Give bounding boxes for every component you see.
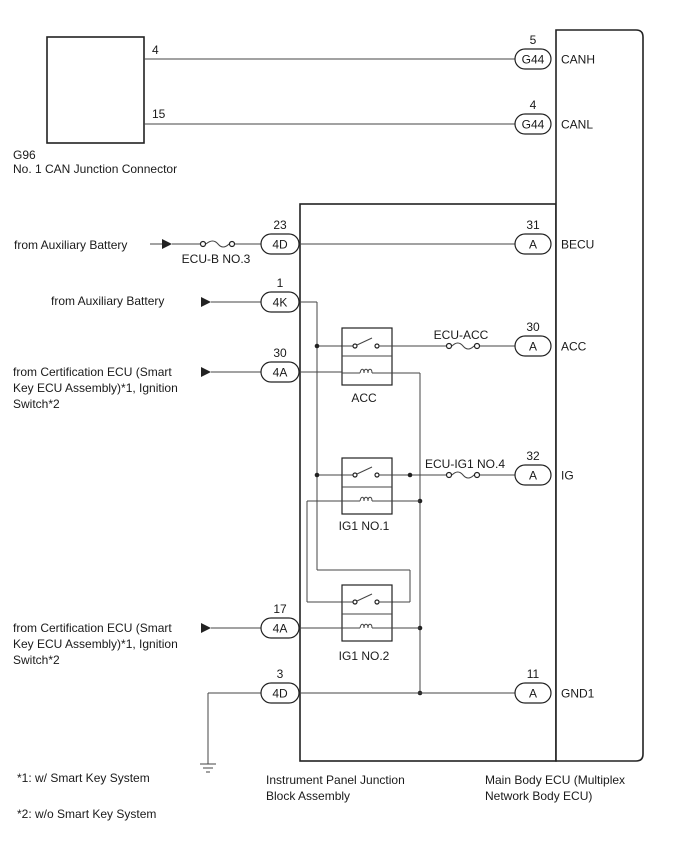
terminal-label-acc: ACC xyxy=(561,340,587,354)
ecu-name-line2: Network Body ECU) xyxy=(485,789,592,803)
fuse-label-ecu-b-no3: ECU-B NO.3 xyxy=(182,252,251,266)
terminal-label-gnd1: GND1 xyxy=(561,687,595,701)
ecu-b-no3-fuse-icon xyxy=(199,240,236,248)
acc-source-arrow-icon xyxy=(201,367,211,377)
svg-text:4A: 4A xyxy=(273,366,288,380)
relay-label-ig1-no1: IG1 NO.1 xyxy=(339,519,390,533)
source-label-acc-line3: Switch*2 xyxy=(13,397,60,411)
pin-number: 15 xyxy=(152,107,166,121)
pin-number: 23 xyxy=(273,218,287,232)
ground-icon xyxy=(200,763,216,773)
can-junction-connector-box xyxy=(46,36,145,144)
aux2-jb-connector-pill: 4K xyxy=(260,291,300,313)
svg-text:4A: 4A xyxy=(273,622,288,636)
gnd-jb-connector-pill: 4D xyxy=(260,682,300,704)
fuse-label-ecu-ig1-no4: ECU-IG1 NO.4 xyxy=(425,457,505,471)
gnd-ecu-connector-pill: A xyxy=(514,682,552,704)
terminal-label-ig: IG xyxy=(561,469,574,483)
pin-number: 3 xyxy=(277,667,284,681)
footnote-2: *2: w/o Smart Key System xyxy=(17,807,156,821)
pin-number: 1 xyxy=(277,276,284,290)
ecu-ig1-no4-fuse-icon xyxy=(445,471,481,479)
svg-text:4D: 4D xyxy=(272,238,288,252)
pin-number: 4 xyxy=(530,98,537,112)
jb-name-line2: Block Assembly xyxy=(266,789,350,803)
becu-source-arrow-icon xyxy=(162,239,172,249)
source-label-ig2-line2: Key ECU Assembly)*1, Ignition xyxy=(13,637,178,651)
canh-connector-pill: G44 xyxy=(514,48,552,70)
pin-number: 17 xyxy=(273,602,287,616)
relay-label-ig1-no2: IG1 NO.2 xyxy=(339,649,390,663)
source-label-acc-line2: Key ECU Assembly)*1, Ignition xyxy=(13,381,178,395)
svg-text:G44: G44 xyxy=(522,53,545,67)
ig1-no2-relay xyxy=(341,584,393,642)
terminal-label-canh: CANH xyxy=(561,53,595,67)
fuse-label-ecu-acc: ECU-ACC xyxy=(434,328,489,342)
svg-text:A: A xyxy=(529,340,537,354)
ig1-no1-relay-coil-icon xyxy=(342,496,420,502)
becu-ecu-connector-pill: A xyxy=(514,233,552,255)
becu-jb-connector-pill: 4D xyxy=(260,233,300,255)
svg-text:A: A xyxy=(529,687,537,701)
pin-number: 32 xyxy=(526,449,540,463)
source-label-ig2-line1: from Certification ECU (Smart xyxy=(13,621,172,635)
svg-text:A: A xyxy=(529,469,537,483)
pin-number: 31 xyxy=(526,218,540,232)
pin-number: 30 xyxy=(273,346,287,360)
source-label-aux-battery-1: from Auxiliary Battery xyxy=(14,238,127,252)
pin-number: 5 xyxy=(530,33,537,47)
pin-number: 4 xyxy=(152,43,159,57)
junction-connector-code: G96 xyxy=(13,148,36,162)
acc-relay-coil-icon xyxy=(342,368,392,374)
ig1-no1-relay-switch-icon xyxy=(342,466,392,478)
pin-number: 11 xyxy=(527,667,540,681)
ig1-no1-relay xyxy=(341,457,393,515)
canl-connector-pill: G44 xyxy=(514,113,552,135)
pin-number: 30 xyxy=(526,320,540,334)
ecu-name-line1: Main Body ECU (Multiplex xyxy=(485,773,625,787)
junction-connector-name: No. 1 CAN Junction Connector xyxy=(13,162,177,176)
acc-relay-switch-icon xyxy=(342,337,392,349)
svg-text:G44: G44 xyxy=(522,118,545,132)
ig-ecu-connector-pill: A xyxy=(514,464,552,486)
ecu-acc-fuse-icon xyxy=(445,342,481,350)
ig1-no2-relay-coil-icon xyxy=(342,623,420,629)
source-label-acc-line1: from Certification ECU (Smart xyxy=(13,365,172,379)
footnote-1: *1: w/ Smart Key System xyxy=(17,771,150,785)
aux2-source-arrow-icon xyxy=(201,297,211,307)
relay-label-acc: ACC xyxy=(351,391,377,405)
source-label-ig2-line3: Switch*2 xyxy=(13,653,60,667)
svg-text:A: A xyxy=(529,238,537,252)
acc-jb-connector-pill: 4A xyxy=(260,361,300,383)
main-body-ecu-box xyxy=(555,29,644,762)
svg-text:4D: 4D xyxy=(272,687,288,701)
terminal-label-canl: CANL xyxy=(561,118,593,132)
ig1-no2-relay-switch-icon xyxy=(342,593,392,605)
ig2-jb-connector-pill: 4A xyxy=(260,617,300,639)
jb-name-line1: Instrument Panel Junction xyxy=(266,773,405,787)
source-label-aux-battery-2: from Auxiliary Battery xyxy=(51,294,164,308)
acc-ecu-connector-pill: A xyxy=(514,335,552,357)
terminal-label-becu: BECU xyxy=(561,238,594,252)
svg-text:4K: 4K xyxy=(273,296,288,310)
ig2-source-arrow-icon xyxy=(201,623,211,633)
